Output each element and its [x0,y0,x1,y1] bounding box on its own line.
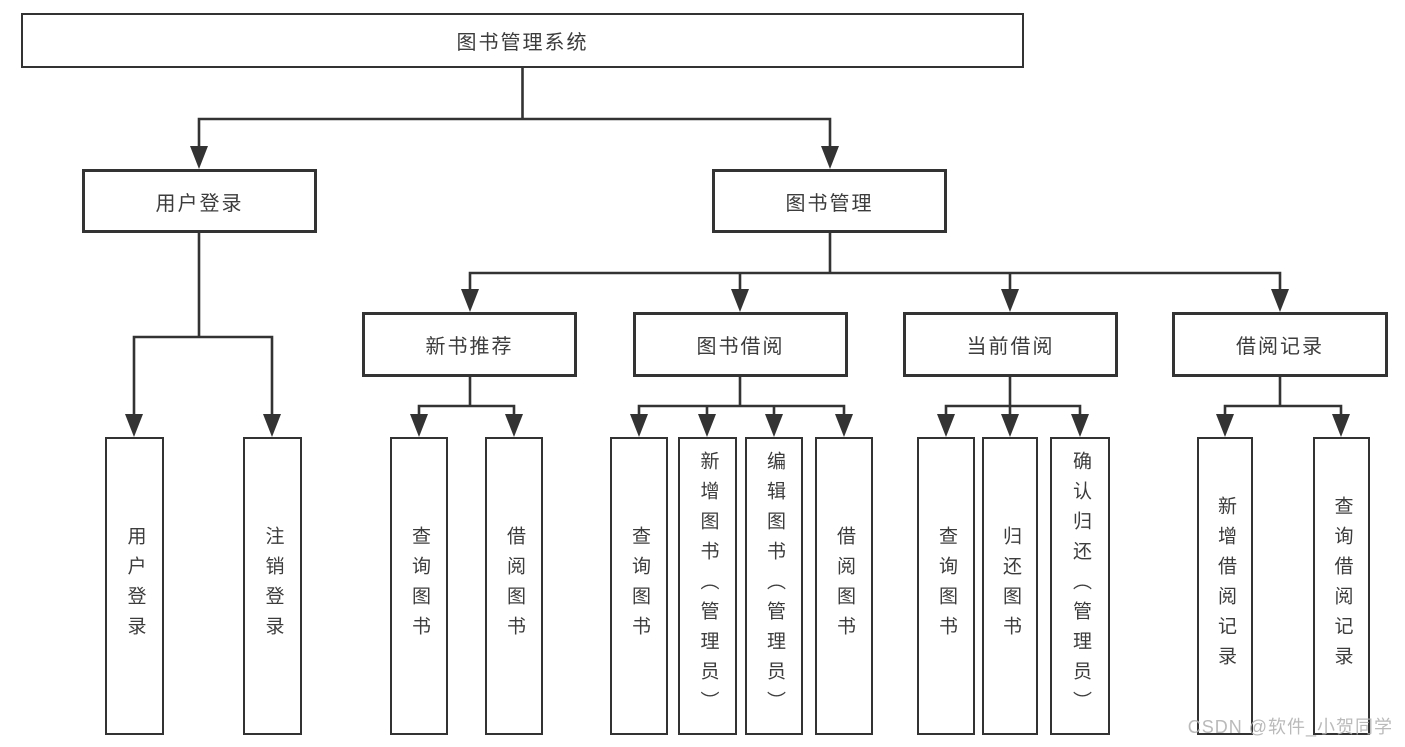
arrowhead [1216,414,1234,437]
connector-new-book [417,377,516,418]
arrowhead [1001,289,1019,312]
arrowhead [190,146,208,169]
connector-root [197,68,832,148]
arrowhead [263,414,281,437]
node-new-book-recommendation: 新书推荐 [362,312,577,377]
connector-borrow-records [1223,377,1343,418]
leaf-label: 确认归还（管理员） [1069,451,1091,721]
arrowhead [505,414,523,437]
leaf-confirm-return-admin: 确认归还（管理员） [1050,437,1110,735]
leaf-return-books: 归还图书 [982,437,1038,735]
leaf-label: 借阅图书 [503,526,525,646]
leaf-label: 新增借阅记录 [1214,496,1236,676]
arrowhead [410,414,428,437]
arrowhead [698,414,716,437]
arrowhead [937,414,955,437]
arrowhead [1001,414,1019,437]
leaf-label: 查询图书 [408,526,430,646]
arrowhead [461,289,479,312]
arrowhead [1271,289,1289,312]
leaf-label: 用户登录 [124,526,146,646]
node-book-management: 图书管理 [712,169,947,233]
leaf-label: 编辑图书（管理员） [763,451,785,721]
node-user-login: 用户登录 [82,169,317,233]
arrowhead [731,289,749,312]
leaf-query-books-3: 查询图书 [917,437,975,735]
arrowhead [630,414,648,437]
leaf-logout: 注销登录 [243,437,302,735]
leaf-label: 注销登录 [262,526,284,646]
connector-user-login [132,233,274,418]
leaf-label: 查询借阅记录 [1331,496,1353,676]
connector-book-borrow [637,377,846,418]
arrowhead [125,414,143,437]
arrowhead [821,146,839,169]
leaf-label: 查询图书 [628,526,650,646]
leaf-label: 新增图书（管理员） [697,451,719,721]
node-current-borrowing: 当前借阅 [903,312,1118,377]
leaf-query-borrow-record: 查询借阅记录 [1313,437,1370,735]
leaf-edit-books-admin: 编辑图书（管理员） [745,437,803,735]
connector-book-management [468,233,1282,292]
leaf-label: 借阅图书 [833,526,855,646]
leaf-add-borrow-record: 新增借阅记录 [1197,437,1253,735]
arrowhead [1071,414,1089,437]
leaf-label: 查询图书 [935,526,957,646]
node-book-borrowing: 图书借阅 [633,312,848,377]
leaf-user-login: 用户登录 [105,437,164,735]
leaf-label: 归还图书 [999,526,1021,646]
arrowhead [835,414,853,437]
leaf-query-books-2: 查询图书 [610,437,668,735]
leaf-borrow-books-1: 借阅图书 [485,437,543,735]
node-borrowing-records: 借阅记录 [1172,312,1388,377]
leaf-query-books-1: 查询图书 [390,437,448,735]
node-library-management-system: 图书管理系统 [21,13,1024,68]
leaf-add-books-admin: 新增图书（管理员） [678,437,737,735]
arrowhead [765,414,783,437]
leaf-borrow-books-2: 借阅图书 [815,437,873,735]
connector-current-borrow [944,377,1082,418]
arrowhead [1332,414,1350,437]
